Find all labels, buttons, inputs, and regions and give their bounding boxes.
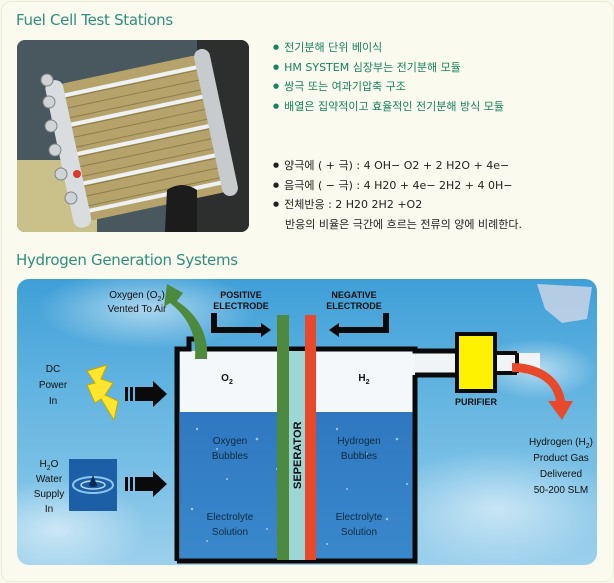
feature-item: 배열은 집약적이고 효율적인 전기분해 방식 모듈 bbox=[273, 97, 504, 117]
hydrogen-bubbles-label-2: Bubbles bbox=[341, 451, 377, 462]
dc-power-label-2: Power bbox=[39, 380, 68, 391]
fuel-cell-stack-illustration bbox=[17, 40, 249, 232]
negative-electrode bbox=[305, 315, 316, 560]
fuel-cell-stack-photo bbox=[17, 40, 249, 232]
h2-sub: 2 bbox=[366, 379, 370, 386]
electrolyte-right-label-1: Electrolyte bbox=[336, 512, 383, 523]
corner-decoration-icon bbox=[537, 284, 592, 323]
hydrogen-output-line1-text: Hydrogen (H bbox=[529, 437, 586, 448]
oxygen-vent-line1-end: ) bbox=[161, 290, 164, 301]
electrolysis-diagram: SEPERATOR PURIFIER bbox=[17, 279, 597, 565]
hydrogen-output-arrow-icon bbox=[512, 363, 573, 420]
positive-electrode-arrow-icon bbox=[211, 313, 271, 337]
water-supply-formula: H2O bbox=[40, 459, 59, 472]
oxygen-vent-label: Oxygen (O2) bbox=[109, 290, 165, 303]
negative-electrode-label-2: ELECTRODE bbox=[326, 301, 382, 311]
oxygen-bubbles-label-2: Bubbles bbox=[212, 451, 248, 462]
hydrogen-section-title: Hydrogen Generation Systems bbox=[16, 251, 238, 269]
feature-item: 전기분해 단위 베이식 bbox=[273, 38, 504, 58]
cloud bbox=[377, 449, 597, 565]
hydrogen-output-line1: Hydrogen (H2) bbox=[529, 437, 593, 450]
h2-gas-label: H2 bbox=[358, 373, 369, 386]
water-supply-label-2: Supply bbox=[34, 489, 65, 500]
reaction-note: 반응의 비율은 극간에 흐르는 전류의 양에 비례한다. bbox=[285, 217, 522, 231]
purifier-label: PURIFIER bbox=[455, 397, 498, 407]
separator-label: SEPERATOR bbox=[292, 422, 304, 489]
h2-main: H bbox=[358, 373, 365, 384]
reaction-anode: 양극에 ( + 극) : 4 OH− O2 + 2 H2O + 4e− bbox=[273, 156, 522, 176]
hydrogen-output-sub: 2 bbox=[586, 443, 590, 450]
oxygen-bubbles-label-1: Oxygen bbox=[213, 436, 247, 447]
fuel-cell-section-title: Fuel Cell Test Stations bbox=[16, 11, 173, 29]
separator bbox=[289, 351, 305, 560]
dc-power-label-1: DC bbox=[46, 364, 60, 375]
electrolysis-diagram-svg: SEPERATOR PURIFIER bbox=[17, 279, 597, 565]
feature-item: HM SYSTEM 심장부는 전기분해 모듈 bbox=[273, 58, 504, 78]
oxygen-vent-line1: Oxygen (O bbox=[109, 290, 158, 301]
positive-electrode-label-1: POSITIVE bbox=[220, 290, 262, 300]
reaction-overall: 전체반응 : 2 H20 2H2 +O2 bbox=[273, 195, 522, 215]
hydrogen-output-line1-end: ) bbox=[590, 437, 593, 448]
reaction-list: 양극에 ( + 극) : 4 OH− O2 + 2 H2O + 4e− 음극에 … bbox=[273, 156, 522, 234]
positive-electrode-label-2: ELECTRODE bbox=[213, 301, 269, 311]
water-drop-icon bbox=[69, 459, 117, 511]
reaction-cathode: 음극에 ( − 극) : 4 H20 + 4e− 2H2 + 4 0H− bbox=[273, 176, 522, 196]
water-o: O bbox=[51, 459, 59, 470]
feature-list: 전기분해 단위 베이식 HM SYSTEM 심장부는 전기분해 모듈 쌍극 또는… bbox=[273, 38, 504, 116]
negative-electrode-label-1: NEGATIVE bbox=[331, 290, 376, 300]
water-supply-arrow-icon bbox=[125, 471, 167, 497]
lightning-bolt-icon bbox=[86, 364, 119, 422]
o2-gas-label: O2 bbox=[221, 373, 233, 386]
electrolyte-left-label-2: Solution bbox=[212, 527, 248, 538]
oxygen-vent-sub: 2 bbox=[158, 296, 162, 303]
water-sub: 2 bbox=[47, 465, 51, 472]
oxygen-vent-arrow-icon bbox=[164, 284, 208, 359]
water-supply-label-1: Water bbox=[36, 474, 63, 485]
hydrogen-bubbles-label-1: Hydrogen bbox=[337, 436, 380, 447]
oxygen-vent-line2: Vented To Air bbox=[108, 304, 167, 315]
negative-electrode-arrow-icon bbox=[329, 313, 389, 337]
positive-electrode bbox=[277, 315, 289, 560]
dc-power-arrow-icon bbox=[125, 381, 167, 407]
feature-item: 쌍극 또는 여과기압축 구조 bbox=[273, 77, 504, 97]
dc-power-label-3: In bbox=[49, 396, 57, 407]
electrolyte-right-label-2: Solution bbox=[341, 527, 377, 538]
purifier-box bbox=[455, 332, 497, 393]
water-h: H bbox=[40, 459, 47, 470]
hydrogen-output-line2: Product Gas bbox=[533, 453, 589, 464]
o2-sub: 2 bbox=[229, 379, 233, 386]
hydrogen-output-line3: Delivered bbox=[540, 469, 582, 480]
electrolyte-left-label-1: Electrolyte bbox=[207, 512, 254, 523]
water-supply-label-3: In bbox=[45, 504, 53, 515]
hydrogen-output-line4: 50-200 SLM bbox=[534, 485, 588, 496]
o2-main: O bbox=[221, 373, 229, 384]
